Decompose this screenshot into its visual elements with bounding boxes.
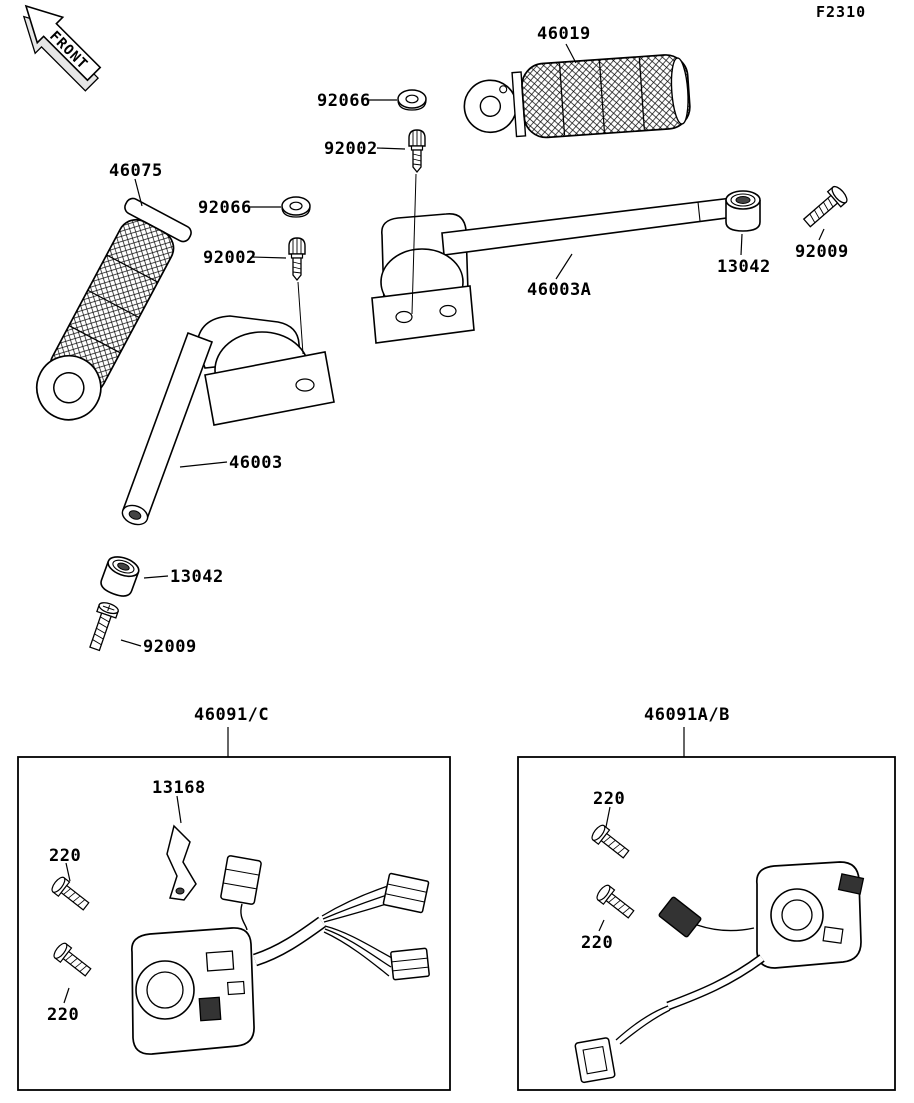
- part-label-left-grip: 46075: [109, 161, 163, 181]
- throttle-grip-art: [463, 54, 691, 139]
- part-label-washer-top: 92066: [317, 91, 371, 111]
- part-label-left-bolt-bottom: 220: [47, 1005, 80, 1025]
- part-label-end-cap-right: 13042: [717, 257, 771, 277]
- washer-mid-art: [281, 196, 311, 218]
- part-label-bracket: 13168: [152, 778, 206, 798]
- switch-box-left-frame: [17, 756, 451, 1091]
- left-grip-art: [35, 197, 192, 421]
- part-label-end-cap-left: 13042: [170, 567, 224, 587]
- front-arrow-icon: FRONT: [22, 4, 102, 92]
- left-switch-assembly-art: [51, 824, 430, 1055]
- assembly-label-left-box: 46091/C: [194, 705, 270, 725]
- part-label-bolt-right: 92009: [795, 242, 849, 262]
- part-label-handlebar-left: 46003: [229, 453, 283, 473]
- bolt-right-art: [802, 185, 848, 228]
- figure-code: F2310: [816, 3, 867, 21]
- end-cap-right-art: [725, 190, 761, 232]
- screw-top-art: [408, 129, 426, 174]
- part-label-left-bolt-top: 220: [49, 846, 82, 866]
- part-label-bolt-left: 92009: [143, 637, 197, 657]
- washer-top-art: [397, 89, 427, 111]
- end-cap-left-art: [100, 556, 140, 597]
- left-handlebar-art: [121, 315, 335, 526]
- assembly-label-right-box: 46091A/B: [644, 705, 730, 725]
- part-label-throttle-grip: 46019: [537, 24, 591, 44]
- screw-mid-art: [288, 237, 306, 282]
- leader-lines: [63, 43, 825, 1004]
- part-label-right-bolt-top: 220: [593, 789, 626, 809]
- right-handlebar-art: [371, 197, 735, 344]
- part-label-handlebar-right: 46003A: [527, 280, 592, 300]
- assembly-alignment-lines: [297, 173, 417, 355]
- bolt-left-art: [89, 602, 119, 652]
- part-label-screw-top: 92002: [324, 139, 378, 159]
- right-switch-assembly-art: [574, 824, 865, 1084]
- switch-box-right-frame: [517, 756, 896, 1091]
- part-label-washer-mid: 92066: [198, 198, 252, 218]
- part-label-screw-mid: 92002: [203, 248, 257, 268]
- part-label-right-bolt-bottom: 220: [581, 933, 614, 953]
